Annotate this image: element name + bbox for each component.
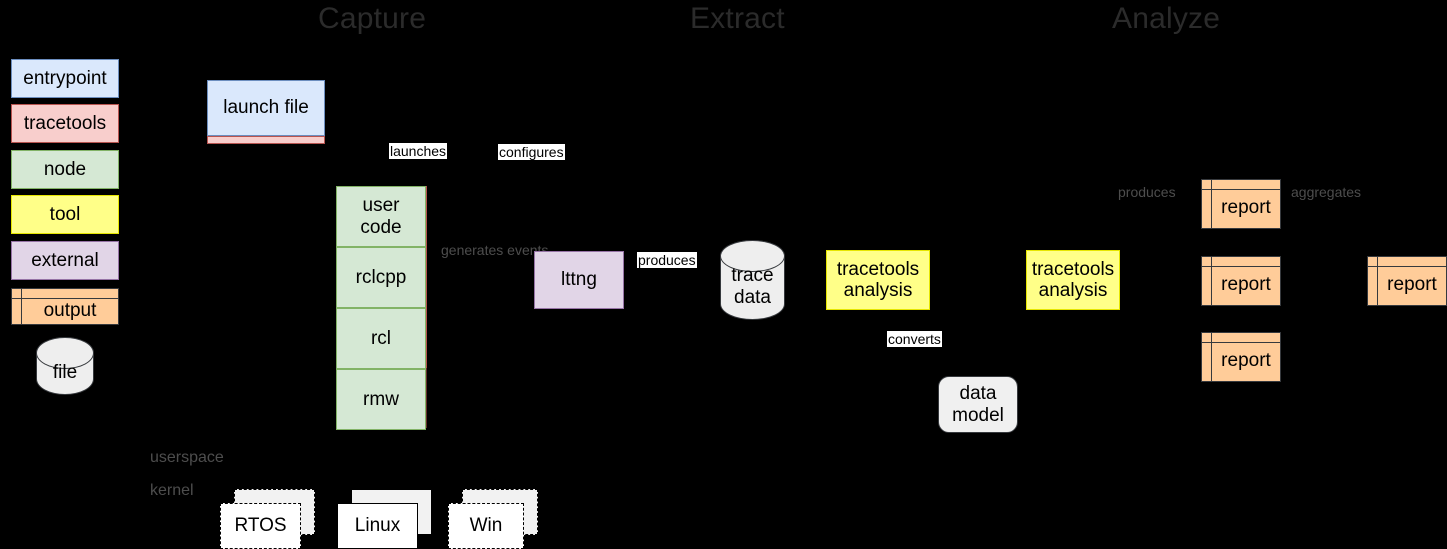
os-node-rtos[interactable]: RTOS — [220, 479, 315, 549]
node-layer-label: rclcpp — [355, 266, 407, 288]
os-label: RTOS — [234, 515, 287, 536]
legend-label-entrypoint: entrypoint — [23, 67, 107, 89]
tracetools-analysis-node-1[interactable]: tracetools analysis — [826, 250, 930, 310]
edge-label-configures: configures — [498, 144, 565, 160]
edge-label-produces-report: produces — [1118, 184, 1176, 200]
launch-file-node[interactable]: launch file — [207, 80, 325, 136]
legend-item-external: external — [11, 241, 119, 280]
trace-data-store[interactable]: trace data — [720, 240, 785, 320]
edge-label-generates-events: generates events — [441, 242, 549, 258]
legend-label-file: file — [52, 361, 78, 383]
launch-file-label-wrap: launch file — [208, 81, 324, 135]
legend-label-external: external — [31, 249, 99, 271]
report-output-aggregated[interactable]: report — [1367, 256, 1447, 306]
os-label: Linux — [354, 515, 401, 536]
node-layer-label: user code — [360, 195, 402, 238]
report-label: report — [1221, 350, 1271, 371]
edge-label-produces-trace: produces — [637, 252, 697, 268]
trace-data-label: trace data — [731, 265, 774, 308]
phase-heading-extract: Extract — [690, 2, 785, 35]
tracetools-analysis-node-2[interactable]: tracetools analysis — [1026, 250, 1120, 310]
legend-item-file: file — [36, 337, 94, 395]
cube-edge-top — [220, 479, 231, 490]
node-layer-rclcpp[interactable]: rclcpp — [336, 247, 426, 308]
legend-item-tool: tool — [11, 195, 119, 234]
legend-label-node: node — [43, 158, 87, 180]
lttng-node[interactable]: lttng — [534, 251, 624, 309]
edge-label-converts: converts — [887, 331, 942, 347]
tracetools-analysis-label: tracetools analysis — [836, 258, 920, 301]
zone-label-kernel: kernel — [150, 482, 194, 499]
report-label: report — [1387, 274, 1437, 295]
data-model-label: data model — [952, 383, 1004, 426]
os-node-linux[interactable]: Linux — [337, 489, 432, 549]
report-label: report — [1221, 197, 1271, 218]
legend-label-tool: tool — [49, 203, 81, 225]
os-label: Win — [469, 515, 503, 536]
legend-label-output: output — [43, 299, 97, 321]
report-output-1[interactable]: report — [1201, 179, 1281, 229]
edge-label-launches: launches — [389, 143, 448, 159]
phase-heading-analyze: Analyze — [1112, 2, 1221, 35]
cube-front-face: Win — [448, 503, 524, 549]
node-layer-user-code[interactable]: user code — [336, 186, 426, 247]
os-node-win[interactable]: Win — [448, 489, 538, 549]
phase-heading-capture: Capture — [318, 2, 427, 35]
lttng-label: lttng — [561, 269, 597, 290]
legend-label-tracetools: tracetools — [23, 112, 107, 134]
report-label: report — [1221, 274, 1271, 295]
data-model-node[interactable]: data model — [938, 376, 1018, 433]
launch-file-tracetools-strip — [207, 136, 325, 144]
node-layer-label: rcl — [370, 327, 392, 349]
edge-label-aggregates: aggregates — [1291, 184, 1362, 200]
node-layer-rmw[interactable]: rmw — [336, 369, 426, 430]
tracetools-analysis-label: tracetools analysis — [1031, 258, 1115, 301]
zone-label-userspace: userspace — [150, 449, 224, 466]
report-output-3[interactable]: report — [1201, 332, 1281, 382]
legend-item-entrypoint: entrypoint — [11, 59, 119, 98]
legend-item-output: output — [11, 288, 119, 325]
cube-front-face: RTOS — [220, 503, 301, 549]
report-output-2[interactable]: report — [1201, 256, 1281, 306]
legend-item-tracetools: tracetools — [11, 104, 119, 143]
legend-item-node: node — [11, 150, 119, 189]
node-layer-rcl[interactable]: rcl — [336, 308, 426, 369]
launch-file-label: launch file — [223, 97, 309, 118]
cube-front-face: Linux — [337, 503, 418, 549]
node-layer-label: rmw — [363, 388, 399, 410]
